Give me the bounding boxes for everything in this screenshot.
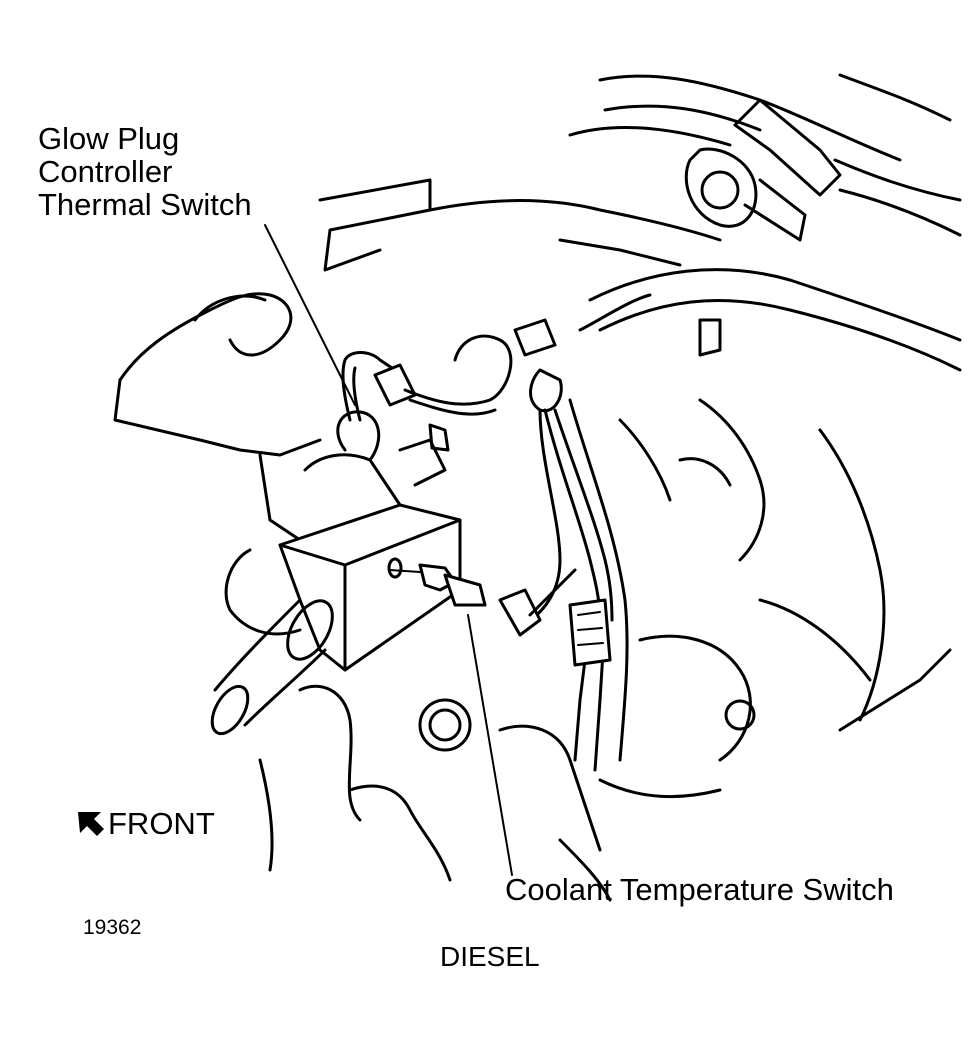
upper-hose-assembly — [568, 73, 962, 237]
upper-bracket — [684, 147, 807, 242]
coolant-switch-label: Coolant Temperature Switch — [505, 872, 894, 907]
glow-plug-label-line1: Glow Plug — [38, 121, 180, 156]
figure-number: 19362 — [83, 916, 142, 939]
thermal-switch-wiring — [341, 334, 513, 452]
lower-hose — [210, 598, 334, 736]
glow-plug-label-line2: Controller — [38, 154, 173, 189]
wiring-harness — [513, 293, 652, 772]
engine-type-caption: DIESEL — [440, 941, 540, 972]
glow-plug-label-line3: Thermal Switch — [38, 187, 252, 222]
coolant-pipe — [588, 268, 962, 372]
thermostat-housing — [278, 410, 462, 672]
coolant-switch-parts — [387, 557, 577, 637]
front-arrow-icon — [78, 812, 104, 836]
leader-lines — [264, 224, 513, 876]
front-label: FRONT — [108, 806, 215, 841]
lower-engine-detail — [258, 398, 952, 902]
